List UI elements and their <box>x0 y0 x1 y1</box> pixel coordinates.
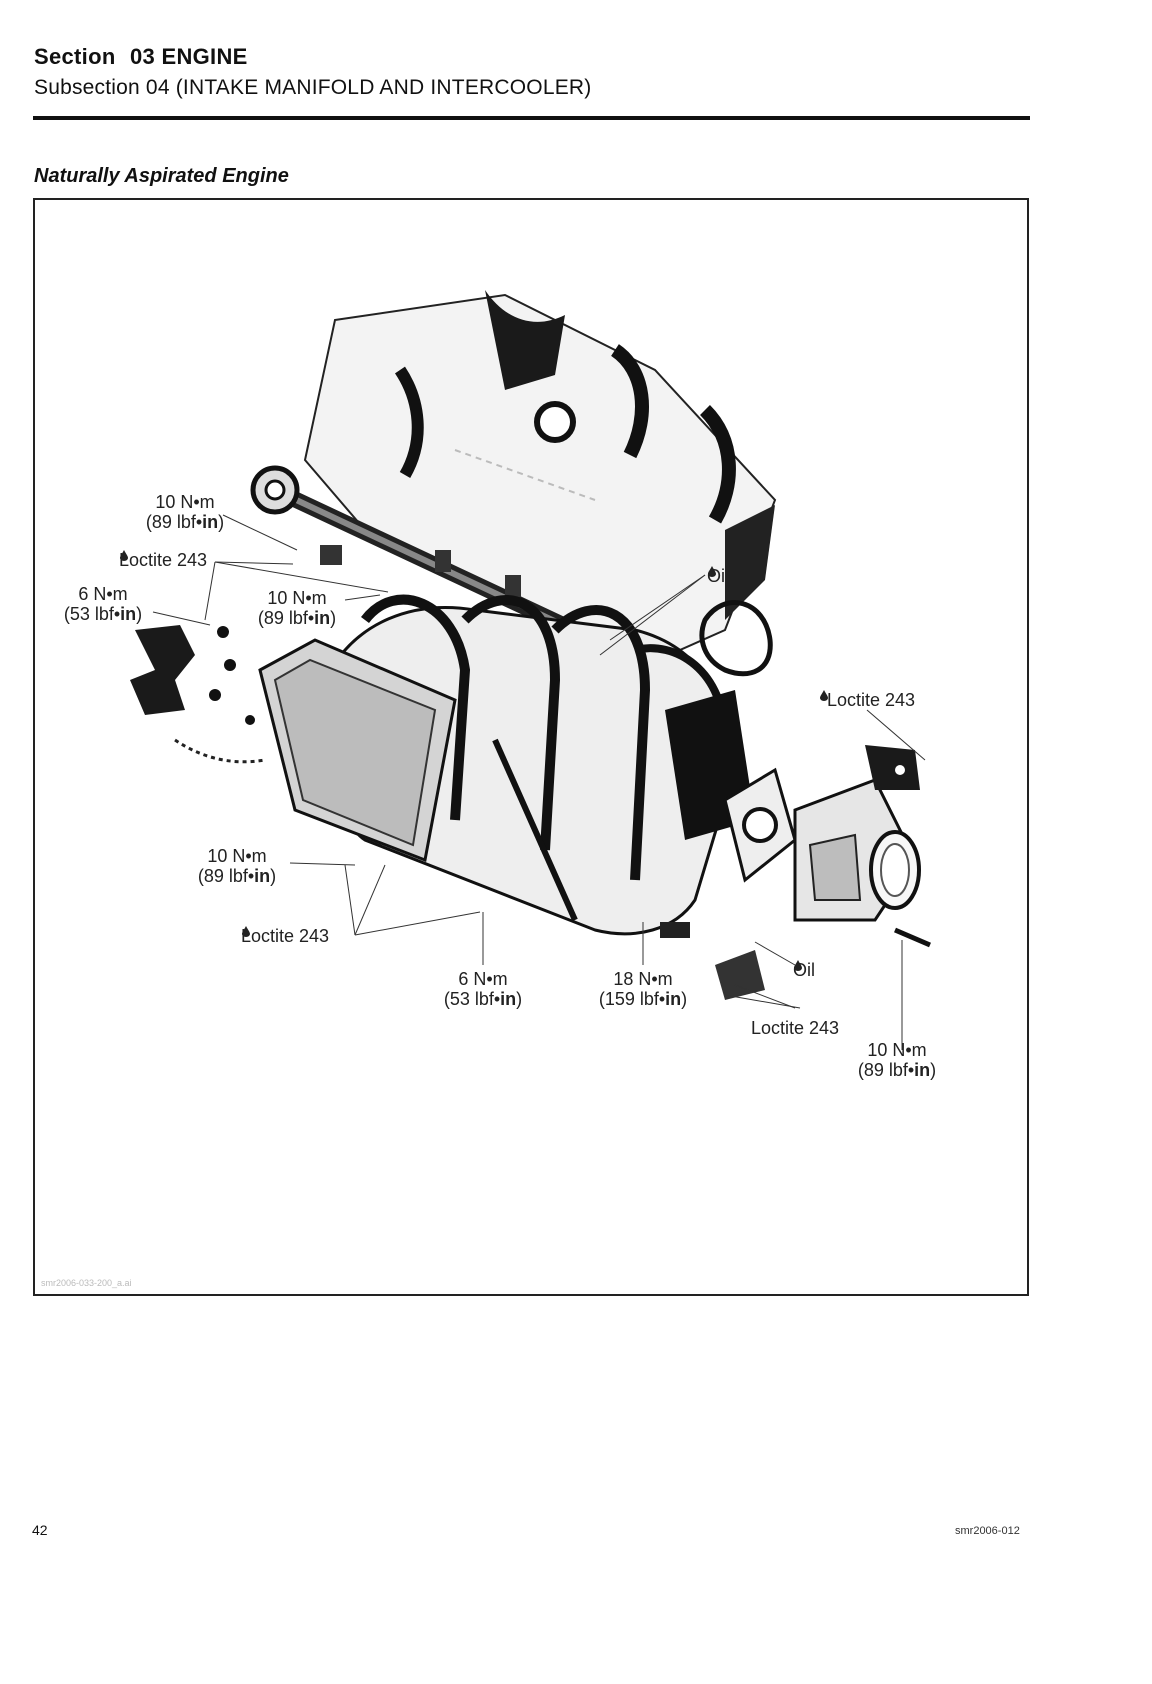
torque-label-10nm-mid: 10 N•m (89 lbf•in) <box>257 588 337 628</box>
idle-valve <box>660 922 931 1000</box>
drop-icon <box>242 926 250 937</box>
gasket-plate <box>258 638 457 863</box>
torque-value: 10 N•m <box>155 492 215 512</box>
torque-label-10nm-bottom-right: 10 N•m (89 lbf•in) <box>857 1040 937 1080</box>
leader-lines <box>152 514 926 1050</box>
loctite-label-bottom-left: Loctite 243 <box>241 926 330 946</box>
section-name: ENGINE <box>161 44 248 69</box>
injectors <box>130 625 266 764</box>
oil-label-bottom: Oil <box>793 960 815 980</box>
sensor-bracket <box>865 745 920 790</box>
drop-icon <box>708 566 716 577</box>
throttle-flange <box>665 690 797 883</box>
subsection-heading: Subsection 04 (INTAKE MANIFOLD AND INTER… <box>34 76 592 99</box>
torque-imperial: (89 lbf•in) <box>145 512 225 532</box>
header-rule <box>33 116 1030 120</box>
figure-reference: smr2006-033-200_a.ai <box>41 1278 132 1288</box>
figure-title: Naturally Aspirated Engine <box>34 165 289 187</box>
torque-label-18nm-bottom: 18 N•m (159 lbf•in) <box>598 969 688 1009</box>
section-heading: Section 03 ENGINE <box>34 44 248 70</box>
loctite-label-left: Loctite 243 <box>119 550 208 570</box>
loctite-label-bottom-right: Loctite 243 <box>751 1018 840 1038</box>
oil-label-top: Oil <box>707 566 729 586</box>
torque-label-6nm-left: 6 N•m (53 lbf•in) <box>63 584 143 624</box>
document-id: smr2006-012 <box>955 1525 1020 1537</box>
figure-frame: 10 N•m (89 lbf•in) Loctite 243 6 N•m (53… <box>33 198 1029 1296</box>
throttle-body <box>793 778 921 922</box>
torque-label-10nm-lower-left: 10 N•m (89 lbf•in) <box>197 846 277 886</box>
o-ring <box>699 600 773 677</box>
plenum-cover <box>303 290 777 672</box>
drop-icon <box>794 960 802 971</box>
torque-label-10nm-upper: 10 N•m (89 lbf•in) <box>135 492 235 532</box>
drop-icon <box>120 550 128 561</box>
torque-label-6nm-bottom: 6 N•m (53 lbf•in) <box>443 969 523 1009</box>
intake-manifold-exploded-view <box>130 290 931 1050</box>
drop-icon <box>820 690 828 701</box>
page-number: 42 <box>32 1522 48 1538</box>
section-number: 03 <box>129 44 156 69</box>
loctite-label-right: Loctite 243 <box>819 690 923 710</box>
section-label: Section <box>34 44 116 69</box>
